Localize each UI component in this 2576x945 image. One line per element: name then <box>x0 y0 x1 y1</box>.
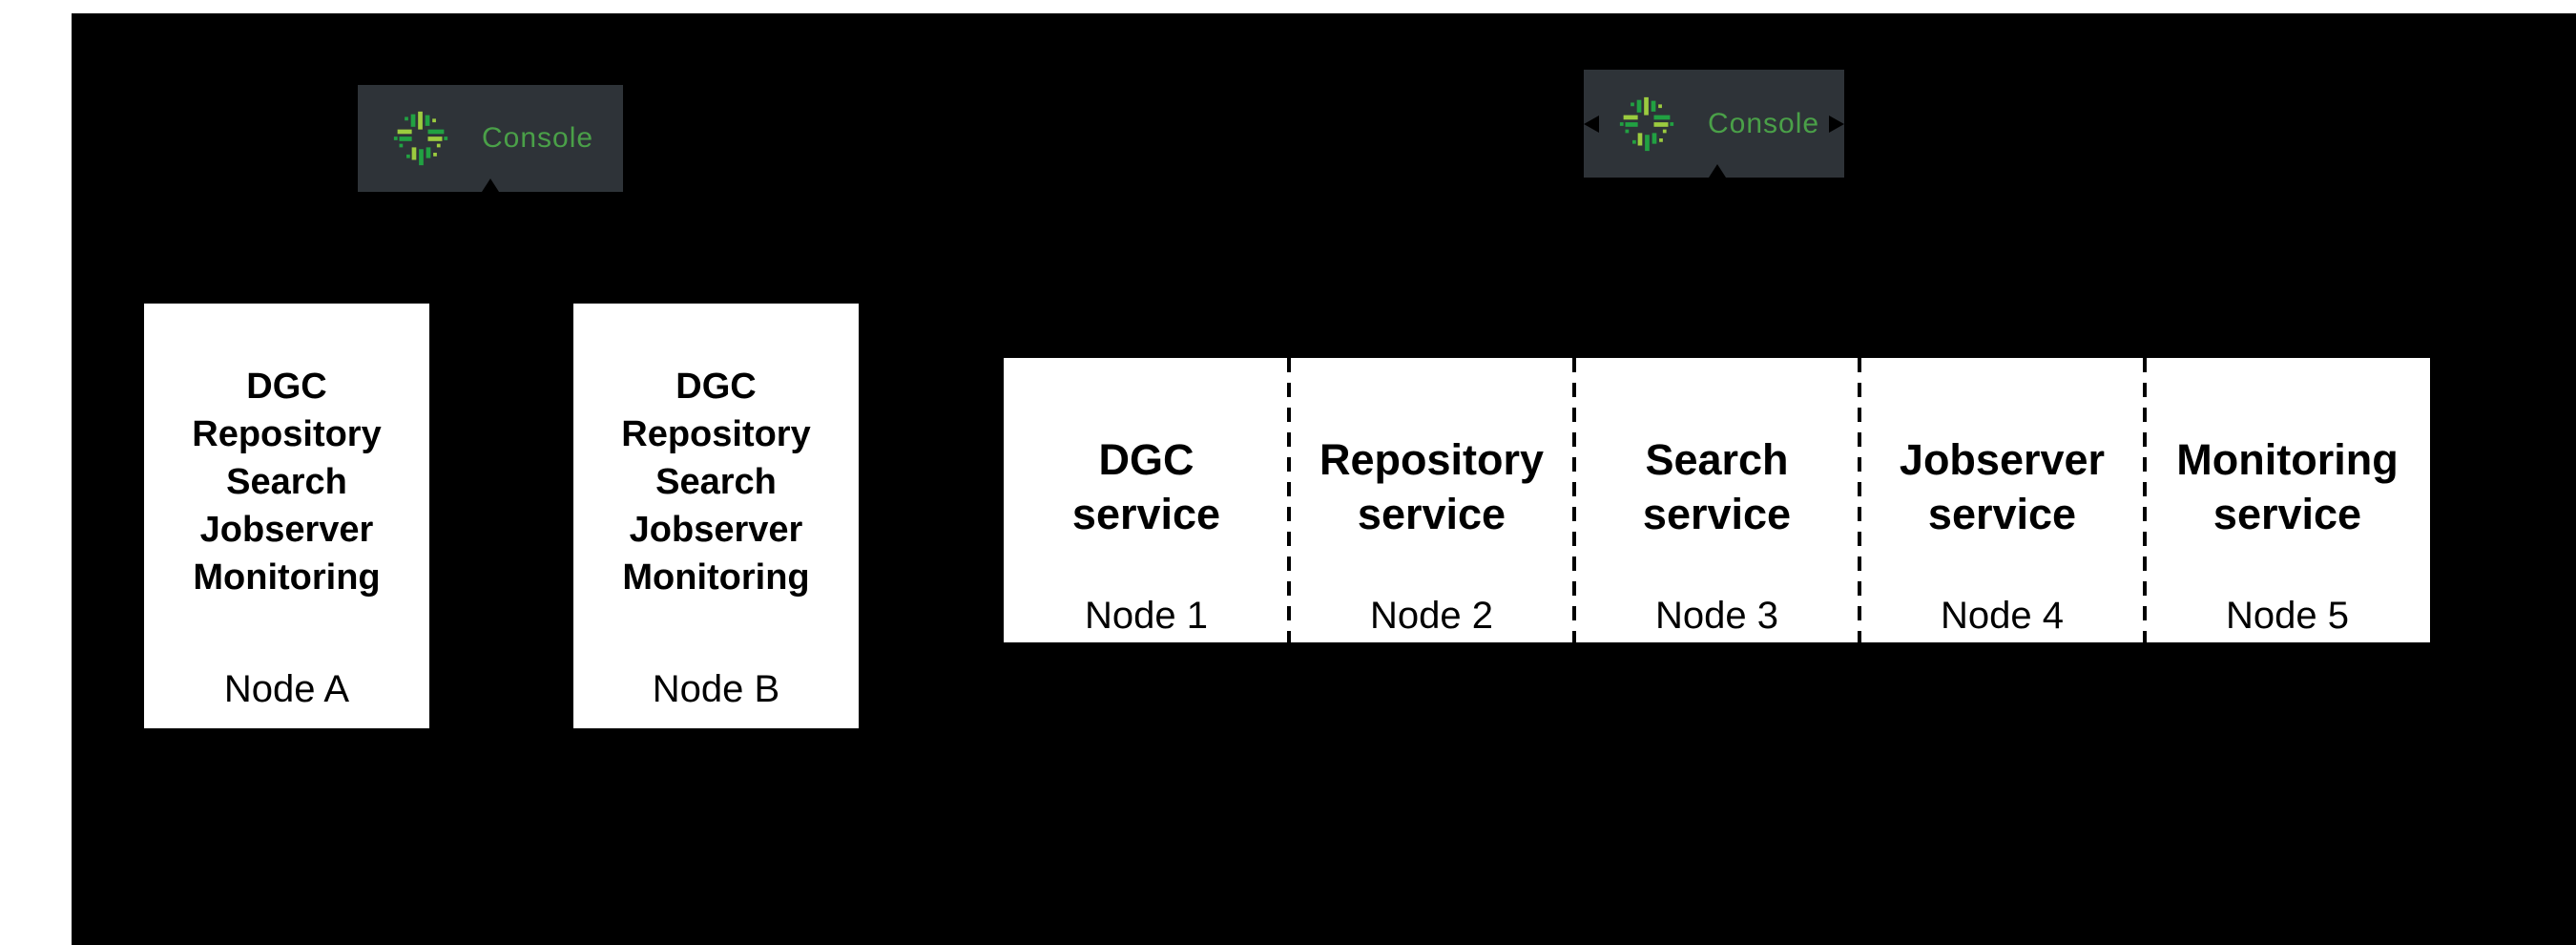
node-label: Node B <box>652 668 780 710</box>
service-line: Search <box>226 462 347 502</box>
service-name: Repository service <box>1289 358 1574 541</box>
console-label: Console <box>1708 107 1820 139</box>
arrowhead-notch-icon <box>1829 116 1844 133</box>
page-edge-top <box>0 0 2576 13</box>
console-badge-left: Console <box>358 85 623 192</box>
node-label: Node 4 <box>1941 595 2064 637</box>
service-name-line: DGC <box>1098 435 1195 484</box>
service-list: DGC Repository Search Jobserver Monitori… <box>573 304 859 601</box>
service-cell-repository: Repository service Node 2 <box>1287 358 1574 642</box>
node-label: Node 2 <box>1370 595 1493 637</box>
node-box-b: DGC Repository Search Jobserver Monitori… <box>573 304 859 728</box>
service-word: service <box>2212 490 2362 538</box>
service-line: DGC <box>246 367 327 407</box>
service-name-line: Jobserver <box>1899 435 2106 484</box>
service-cell-search: Search service Node 3 <box>1572 358 1859 642</box>
console-logo-icon <box>393 111 448 166</box>
service-line: Jobserver <box>199 510 374 550</box>
service-name: Monitoring service <box>2145 358 2430 541</box>
service-line: Monitoring <box>193 557 381 598</box>
node-box-a: DGC Repository Search Jobserver Monitori… <box>144 304 429 728</box>
page-edge-left <box>0 0 72 945</box>
service-line: Repository <box>621 414 811 454</box>
service-name: Search service <box>1574 358 1859 541</box>
arrowhead-notch-icon <box>1584 116 1599 133</box>
service-name: DGC service <box>1004 358 1289 541</box>
service-band: DGC service Node 1 Repository service No… <box>1004 358 2430 642</box>
service-line: Jobserver <box>629 510 803 550</box>
service-word: service <box>1357 490 1506 538</box>
arrowhead-notch-icon <box>1709 164 1726 178</box>
service-list: DGC Repository Search Jobserver Monitori… <box>144 304 429 601</box>
node-label: Node 1 <box>1085 595 1208 637</box>
node-label: Node A <box>223 668 350 710</box>
service-word: service <box>1927 490 2077 538</box>
service-word: service <box>1071 490 1221 538</box>
node-label: Node 5 <box>2226 595 2349 637</box>
service-line: Monitoring <box>622 557 810 598</box>
service-line: Search <box>655 462 777 502</box>
service-word: service <box>1642 490 1792 538</box>
service-line: DGC <box>675 367 757 407</box>
service-name: Jobserver service <box>1859 358 2145 541</box>
service-name-line: Repository <box>1319 435 1545 484</box>
console-logo-icon <box>1619 96 1674 151</box>
service-line: Repository <box>192 414 382 454</box>
node-label: Node 3 <box>1655 595 1778 637</box>
console-badge-right: Console <box>1584 70 1844 178</box>
service-name-line: Search <box>1645 435 1789 484</box>
arrowhead-notch-icon <box>482 178 499 192</box>
service-cell-monitoring: Monitoring service Node 5 <box>2143 358 2430 642</box>
service-cell-dgc: DGC service Node 1 <box>1004 358 1289 642</box>
service-name-line: Monitoring <box>2176 435 2399 484</box>
console-label: Console <box>482 122 594 154</box>
service-cell-jobserver: Jobserver service Node 4 <box>1858 358 2145 642</box>
